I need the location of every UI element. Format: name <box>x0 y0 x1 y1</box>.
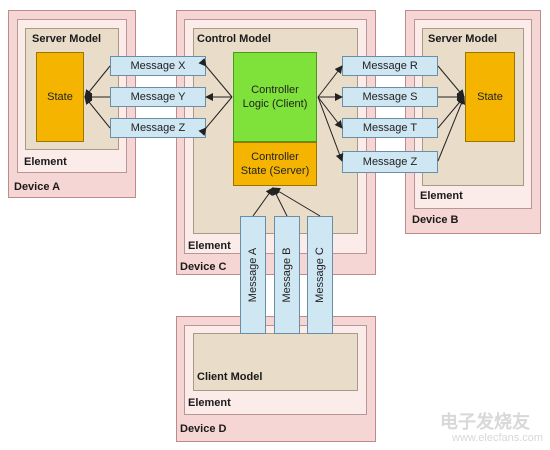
device-a-server-model-label: Server Model <box>32 33 102 45</box>
message-b: Message B <box>274 216 300 334</box>
arrow-t-to-state-b <box>437 96 465 129</box>
message-z-left: Message Z <box>110 118 206 138</box>
arrow-z-to-state-a <box>84 96 111 129</box>
arrow-x-to-state-a <box>84 65 111 98</box>
device-c-label: Device C <box>180 261 227 273</box>
controller-logic-line2: Logic (Client) <box>242 98 308 110</box>
message-z-right: Message Z <box>342 151 438 173</box>
message-r: Message R <box>342 56 438 76</box>
device-a-state-label: State <box>47 91 73 103</box>
device-d-client-model <box>193 333 358 391</box>
device-b-element-label: Element <box>420 190 463 202</box>
arrow-logic-to-z-right <box>317 96 344 162</box>
arrow-r-to-state-b <box>437 65 465 98</box>
message-t: Message T <box>342 118 438 138</box>
device-b-state: State <box>465 52 515 142</box>
device-c-element-label: Element <box>188 240 231 252</box>
message-r-label: Message R <box>362 60 418 72</box>
message-x: Message X <box>110 56 206 76</box>
message-y: Message Y <box>110 87 206 107</box>
watermark-url: www.elecfans.com <box>452 432 544 444</box>
device-d-label: Device D <box>180 423 227 435</box>
device-a-state: State <box>36 52 84 142</box>
device-b-server-model-label: Server Model <box>428 33 498 45</box>
arrow-c-to-ctl-state <box>272 187 321 217</box>
message-a: Message A <box>240 216 266 334</box>
watermark-logo: 电子发烧友 <box>440 412 530 433</box>
message-y-label: Message Y <box>130 91 186 103</box>
message-z-left-label: Message Z <box>130 122 186 134</box>
device-d-element-label: Element <box>188 397 231 409</box>
message-s: Message S <box>342 87 438 107</box>
controller-state-line1: Controller <box>251 151 299 163</box>
arrow-a-to-ctl-state <box>252 187 274 217</box>
message-c: Message C <box>307 216 333 334</box>
arrow-logic-to-x <box>198 58 233 98</box>
arrow-z-to-state-b <box>437 96 466 162</box>
controller-state-line2: State (Server) <box>240 165 310 177</box>
arrow-logic-to-t <box>317 96 343 129</box>
device-b-label: Device B <box>412 214 459 226</box>
arrow-logic-to-z <box>198 96 233 136</box>
device-d-client-model-label: Client Model <box>197 371 263 383</box>
message-x-label: Message X <box>130 60 186 72</box>
message-z-right-label: Message Z <box>362 156 418 168</box>
device-a-element-label: Element <box>24 156 67 168</box>
arrow-logic-to-r <box>317 65 343 98</box>
device-a-label: Device A <box>14 181 61 193</box>
device-c-control-model-label: Control Model <box>197 33 271 45</box>
controller-logic-line1: Controller <box>251 84 299 96</box>
device-b-state-label: State <box>477 91 503 103</box>
message-s-label: Message S <box>362 91 418 103</box>
message-t-label: Message T <box>362 122 418 134</box>
